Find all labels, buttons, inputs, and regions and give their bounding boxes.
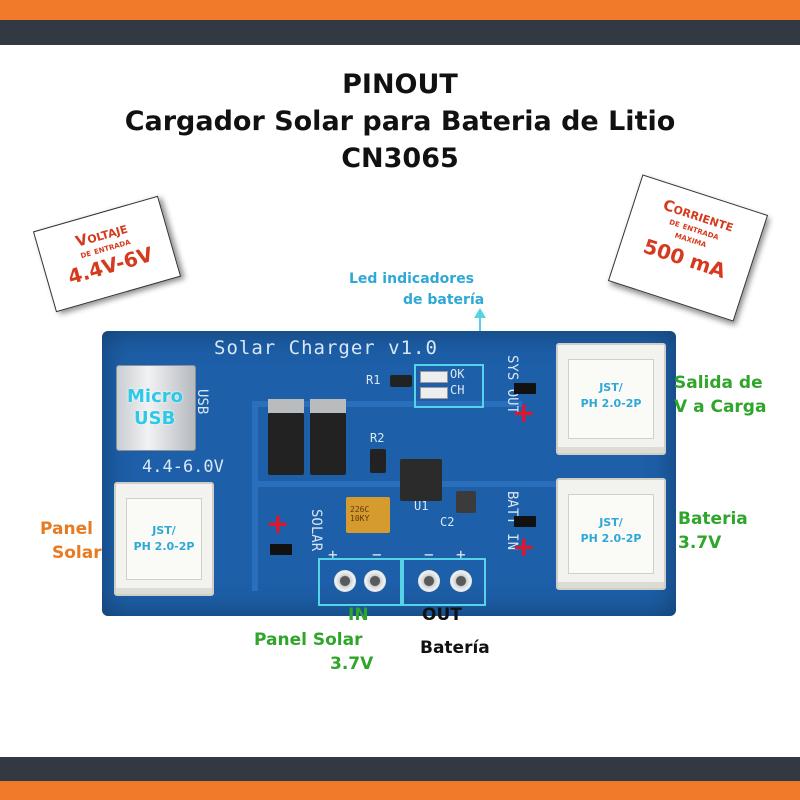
top-dark-bar: [0, 20, 800, 45]
diode-2: [310, 413, 346, 475]
trace-left: [252, 401, 258, 591]
led-label-line2: de batería: [403, 292, 485, 308]
tantalum-capacitor: 226C 10KY: [346, 497, 390, 533]
bottom-dark-bar: [0, 757, 800, 781]
diode-2-lead: [310, 399, 346, 413]
bottom-orange-bar: [0, 781, 800, 800]
diode-1: [268, 413, 304, 475]
connector-solar: JST/ PH 2.0-2P: [114, 482, 214, 596]
silk-plus-right: +: [456, 545, 466, 564]
silk-r1: R1: [366, 373, 381, 387]
silk-r2: R2: [370, 431, 385, 445]
connector-sys-out-housing: [568, 359, 654, 439]
batt-in-plus-marker: +: [512, 530, 536, 563]
panel-label-line1: Panel: [40, 519, 93, 539]
panel-solar-bottom-label: Panel Solar: [254, 630, 363, 650]
batt-in-minus-marker: [514, 516, 536, 527]
resistor-r2: [370, 449, 386, 473]
capacitor-c2: [456, 491, 476, 513]
in-label: IN: [348, 605, 369, 625]
trace-top: [252, 401, 522, 407]
led-label-line1: Led indicadores: [349, 271, 475, 287]
connector-solar-line2: PH 2.0-2P: [133, 540, 195, 553]
out-label: OUT: [422, 605, 462, 625]
title-line-3: CN3065: [341, 143, 459, 174]
title-line-2: Cargador Solar para Bateria de Litio: [124, 106, 676, 137]
silk-c2: C2: [440, 515, 455, 529]
solar-minus-marker: [270, 544, 292, 555]
solar-plus-marker: +: [266, 507, 290, 540]
connector-batt-in-line2: PH 2.0-2P: [580, 532, 642, 545]
sys-out-minus-marker: [514, 383, 536, 394]
silk-cap: 226C 10KY: [350, 505, 370, 523]
diode-1-lead: [268, 399, 304, 413]
connector-sys-out-line1: JST/: [599, 381, 623, 394]
pad-battery-plus: [450, 570, 472, 592]
cn3065-ic: [400, 459, 442, 501]
pad-solar-minus: [364, 570, 386, 592]
connector-batt-in-line1: JST/: [599, 516, 623, 529]
silk-u1: U1: [414, 499, 429, 513]
silk-minus-right: −: [424, 545, 434, 564]
battery-pads-highlight: [402, 558, 486, 606]
pad-solar-plus: [334, 570, 356, 592]
pad-battery-minus: [418, 570, 440, 592]
resistor-r1: [390, 375, 412, 387]
micro-usb-label-line2: USB: [134, 408, 176, 429]
battery-label-line2: 3.7V: [678, 533, 722, 553]
silk-ch: CH: [450, 383, 465, 397]
panel-label-line2: Solar: [52, 543, 102, 563]
output-label-line2: V a Carga: [674, 397, 767, 417]
max-current-callout: Corriente de entrada maxima 500 mA: [607, 174, 769, 322]
connector-solar-housing: [126, 498, 202, 580]
micro-usb-port: [116, 365, 196, 451]
connector-sys-out: JST/ PH 2.0-2P: [556, 343, 666, 455]
output-label-line1: Salida de: [674, 373, 763, 393]
battery-label-line1: Bateria: [678, 509, 748, 529]
led-ch: [420, 387, 448, 399]
connector-batt-in: JST/ PH 2.0-2P: [556, 478, 666, 590]
bateria-bottom-label: Batería: [420, 638, 490, 658]
sys-out-plus-marker: +: [512, 396, 536, 429]
silk-minus-left: −: [372, 545, 382, 564]
connector-solar-line1: JST/: [152, 524, 176, 537]
connector-sys-out-line2: PH 2.0-2P: [580, 397, 642, 410]
led-ok: [420, 371, 448, 383]
input-voltage-callout: Voltaje de entrada 4.4V-6V: [32, 195, 182, 313]
silk-title: Solar Charger v1.0: [214, 337, 438, 359]
led-highlight-box: [414, 364, 484, 408]
silk-solar: SOLAR: [308, 509, 324, 552]
solar-pads-highlight: [318, 558, 402, 606]
title-line-1: PINOUT: [342, 69, 458, 100]
micro-usb-label-line1: Micro: [127, 386, 183, 407]
panel-voltage-label: 3.7V: [330, 654, 374, 674]
silk-plus-left: +: [328, 545, 338, 564]
silk-ok: OK: [450, 367, 465, 381]
top-orange-bar: [0, 0, 800, 20]
silk-voltage: 4.4-6.0V: [142, 457, 224, 477]
connector-batt-in-housing: [568, 494, 654, 574]
